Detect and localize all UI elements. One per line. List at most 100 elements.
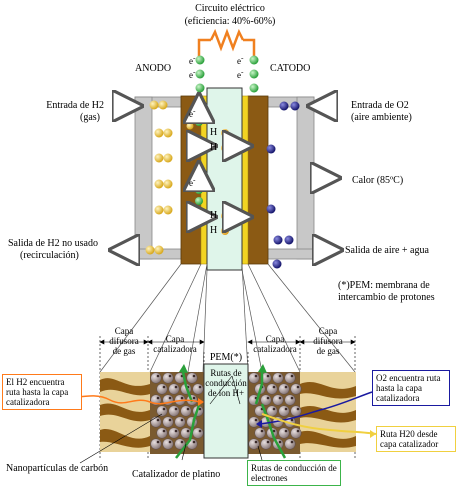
detail-gdl-left (100, 372, 150, 452)
platinum-particle (272, 429, 276, 433)
platinum-particle (192, 396, 196, 400)
platinum-particle (180, 440, 184, 444)
carbon-particle (192, 383, 204, 395)
carbon-nanoparticles-label: Nanopartículas de carbón (6, 463, 109, 474)
carbon-particle (162, 372, 174, 384)
electron-paths-label: Rutas de conducción de electrones (247, 460, 341, 486)
carbon-particle (174, 416, 186, 428)
proton-label: H (210, 210, 218, 221)
water-route-callout: Ruta H20 desde capa catalizador (376, 426, 456, 452)
electron-label: e- (237, 53, 244, 66)
pem-note-line1: (*)PEM: membrana de (338, 280, 430, 291)
label-pointer-lines (79, 375, 263, 464)
detail-pem (203, 363, 249, 459)
platinum-particle (272, 407, 276, 411)
carbon-particle (156, 427, 168, 439)
cathode-label: CATODO (270, 63, 311, 74)
carbon-particle (186, 372, 198, 384)
electron-icon (249, 69, 259, 79)
proton-label: H (210, 127, 218, 138)
platinum-particle (290, 374, 294, 378)
platinum-particle (198, 385, 202, 389)
electron-label: e- (189, 53, 196, 66)
platinum-particle (278, 440, 282, 444)
oxygen-molecules (266, 101, 300, 269)
o2-inlet-label: Entrada de O2 (351, 100, 409, 111)
electron-icon (249, 83, 259, 93)
electron-paths (175, 371, 287, 459)
carbon-particle (284, 372, 296, 384)
platinum-particle (168, 396, 172, 400)
platinum-particle (162, 385, 166, 389)
heat-label: Calor (85ºC) (352, 175, 404, 186)
electron-label: e- (189, 106, 196, 119)
platinum-particle (186, 429, 190, 433)
platinum-particle (156, 440, 160, 444)
platinum-particle (254, 440, 258, 444)
carbon-particle (278, 405, 290, 417)
platinum-particle (296, 385, 300, 389)
carbon-particle (278, 427, 290, 439)
carbon-particle (150, 372, 162, 384)
cathode-flow-plate (267, 96, 315, 260)
carbon-particle (248, 416, 260, 428)
cathode-gas-diffusion-layer (247, 95, 269, 265)
circuit-efficiency: (eficiencia: 40%-60%) (184, 16, 276, 27)
h2-route-callout: El H2 encuentra ruta hasta la capa catal… (2, 374, 82, 410)
carbon-particle (272, 372, 284, 384)
platinum-particle (290, 418, 294, 422)
platinum-particle (174, 385, 178, 389)
platinum-particle (168, 440, 172, 444)
h2-inlet-label: Entrada de H2 (46, 100, 104, 111)
electron-label: e- (189, 67, 196, 80)
carbon-particle (254, 427, 266, 439)
carbon-particle (168, 405, 180, 417)
carbon-particle (290, 427, 302, 439)
platinum-particle (272, 385, 276, 389)
pem-membrane (206, 87, 243, 271)
h2-inlet-sublabel: (gas) (80, 112, 100, 123)
electron-icon (195, 55, 205, 65)
hydrogen-molecules (145, 100, 194, 255)
platinum-particle (260, 429, 264, 433)
platinum-catalyst-label: Catalizador de platino (132, 469, 221, 480)
carbon-particle (290, 405, 302, 417)
platinum-particle (168, 374, 172, 378)
carbon-particle (284, 438, 296, 450)
electron-label: e- (189, 175, 196, 188)
platinum-particle (156, 396, 160, 400)
platinum-particle (278, 374, 282, 378)
carbon-particle (180, 405, 192, 417)
platinum-particle (168, 418, 172, 422)
platinum-particle (174, 429, 178, 433)
detail-gdl-right (300, 372, 356, 452)
platinum-particle (278, 396, 282, 400)
proton-label: H (210, 142, 218, 153)
water-route-path (261, 413, 377, 435)
platinum-particle (186, 407, 190, 411)
platinum-particle (162, 429, 166, 433)
platinum-particle (162, 407, 166, 411)
platinum-particle (290, 396, 294, 400)
platinum-particle (156, 374, 160, 378)
platinum-particle (296, 407, 300, 411)
platinum-particle (156, 418, 160, 422)
electron-icon (195, 83, 205, 93)
platinum-particle (284, 385, 288, 389)
platinum-particle (192, 374, 196, 378)
platinum-particle (198, 407, 202, 411)
electron-label: e- (237, 67, 244, 80)
platinum-particle (284, 429, 288, 433)
cathode-catalyst-layer (241, 95, 249, 265)
carbon-particle (192, 427, 204, 439)
carbon-particle (278, 383, 290, 395)
proton-flow-arrows (196, 100, 246, 217)
carbon-particle (150, 438, 162, 450)
external-circuit (197, 28, 256, 58)
platinum-particle (254, 374, 258, 378)
wire-electrons-left (195, 55, 205, 93)
circuit-title: Circuito eléctrico (195, 3, 265, 14)
resistor-icon (209, 28, 245, 52)
